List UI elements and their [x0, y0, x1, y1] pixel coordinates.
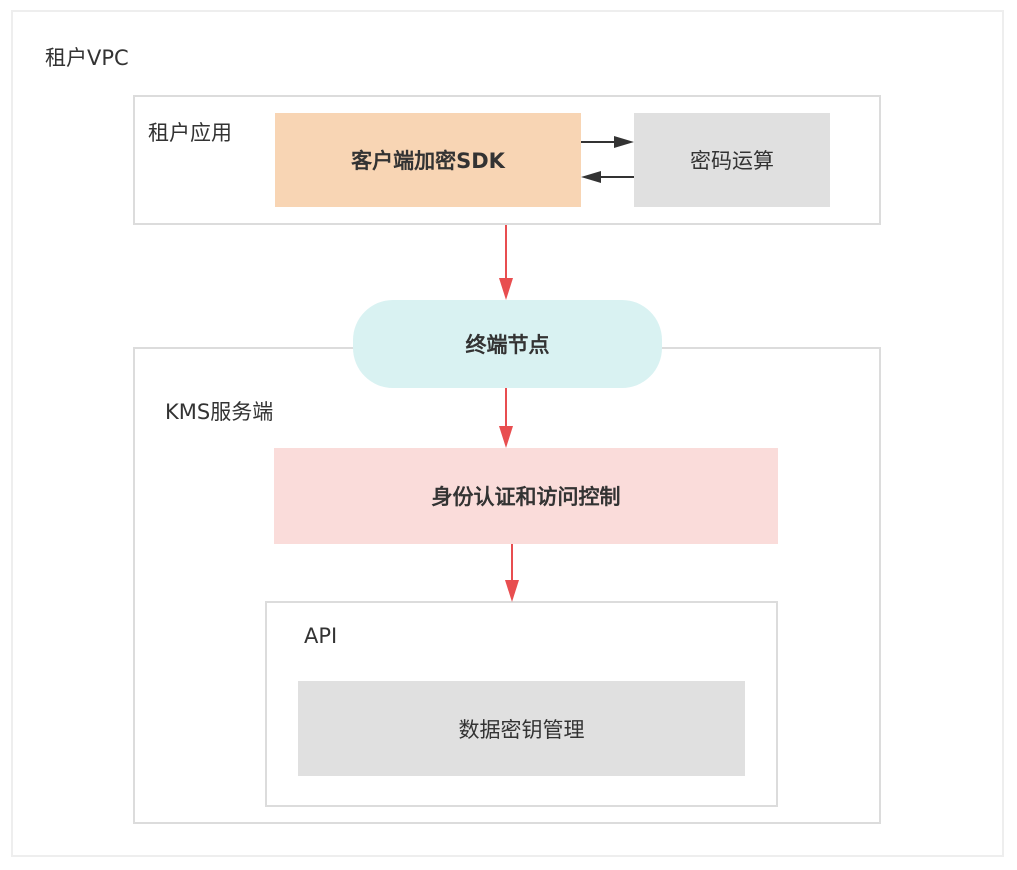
arrow-app-to-endpoint [499, 225, 513, 300]
client-encryption-sdk-node: 客户端加密SDK [275, 113, 581, 207]
data-key-management-label: 数据密钥管理 [458, 717, 585, 742]
auth-access-control-label: 身份认证和访问控制 [431, 485, 621, 509]
client-encryption-sdk-label: 客户端加密SDK [351, 149, 505, 173]
arrow-auth-to-api [505, 544, 519, 602]
tenant-vpc-label: 租户VPC [45, 46, 129, 70]
auth-access-control-node: 身份认证和访问控制 [274, 448, 778, 544]
arrow-crypto-to-sdk [581, 171, 634, 183]
data-key-management-node: 数据密钥管理 [298, 681, 745, 776]
kms-server-label: KMS服务端 [165, 400, 274, 424]
arrow-endpoint-to-auth [499, 388, 513, 448]
arrow-sdk-to-crypto [581, 136, 634, 148]
crypto-operation-label: 密码运算 [690, 149, 774, 173]
api-label: API [304, 624, 338, 648]
crypto-operation-node: 密码运算 [634, 113, 830, 207]
tenant-app-label: 租户应用 [148, 121, 232, 145]
endpoint-node: 终端节点 [353, 300, 662, 388]
endpoint-label: 终端节点 [465, 333, 550, 357]
